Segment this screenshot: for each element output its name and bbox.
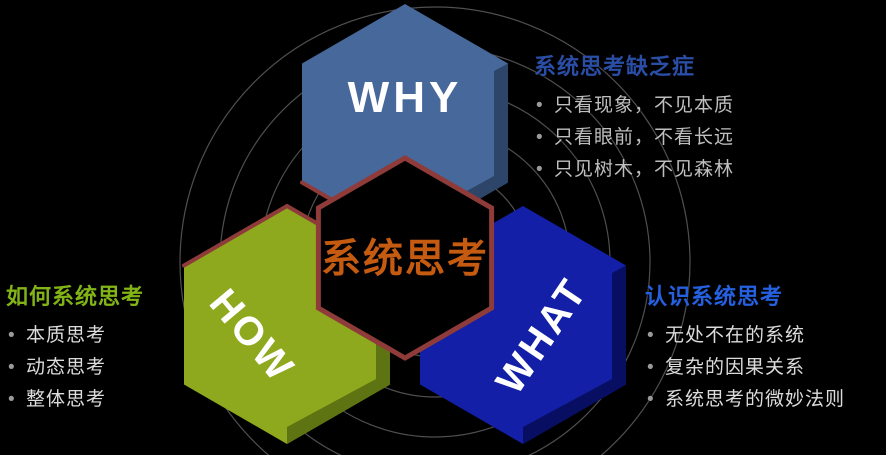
bullet-item: 系统思考的微妙法则 xyxy=(645,384,845,416)
why-hexagon xyxy=(302,4,508,242)
bullet-item: 无处不在的系统 xyxy=(645,320,845,352)
how-annotation-list: 本质思考 动态思考 整体思考 xyxy=(6,320,144,416)
why-hexagon-bevel xyxy=(405,63,508,242)
maroon-edge-line xyxy=(182,204,289,268)
center-hexagon xyxy=(315,155,495,361)
why-annotation-list: 只看现象，不见本质 只看眼前，不看长远 只见树木，不见森林 xyxy=(534,90,734,186)
how-hexagon-bevel xyxy=(287,265,390,444)
bullet-item: 只看眼前，不看长远 xyxy=(534,122,734,154)
how-annotation: 如何系统思考 本质思考 动态思考 整体思考 xyxy=(6,279,144,416)
what-hexagon-bevel xyxy=(523,265,626,444)
how-annotation-title: 如何系统思考 xyxy=(6,284,145,309)
what-annotation: 认识系统思考 无处不在的系统 复杂的因果关系 系统思考的微妙法则 xyxy=(645,279,845,416)
center-title: 系统思考 xyxy=(321,237,489,281)
bullet-item: 复杂的因果关系 xyxy=(645,352,845,384)
bullet-item: 动态思考 xyxy=(6,352,144,384)
what-annotation-title: 认识系统思考 xyxy=(645,284,784,309)
why-label: WHY xyxy=(348,73,463,122)
circle-ring xyxy=(179,6,691,455)
bullet-item: 只看现象，不见本质 xyxy=(534,90,734,122)
why-annotation: 系统思考缺乏症 只看现象，不见本质 只看眼前，不看长远 只见树木，不见森林 xyxy=(534,49,734,186)
why-annotation-title: 系统思考缺乏症 xyxy=(534,54,696,79)
bullet-item: 整体思考 xyxy=(6,384,144,416)
bullet-item: 本质思考 xyxy=(6,320,144,352)
bullet-item: 只见树木，不见森林 xyxy=(534,154,734,186)
what-annotation-list: 无处不在的系统 复杂的因果关系 系统思考的微妙法则 xyxy=(645,320,845,416)
